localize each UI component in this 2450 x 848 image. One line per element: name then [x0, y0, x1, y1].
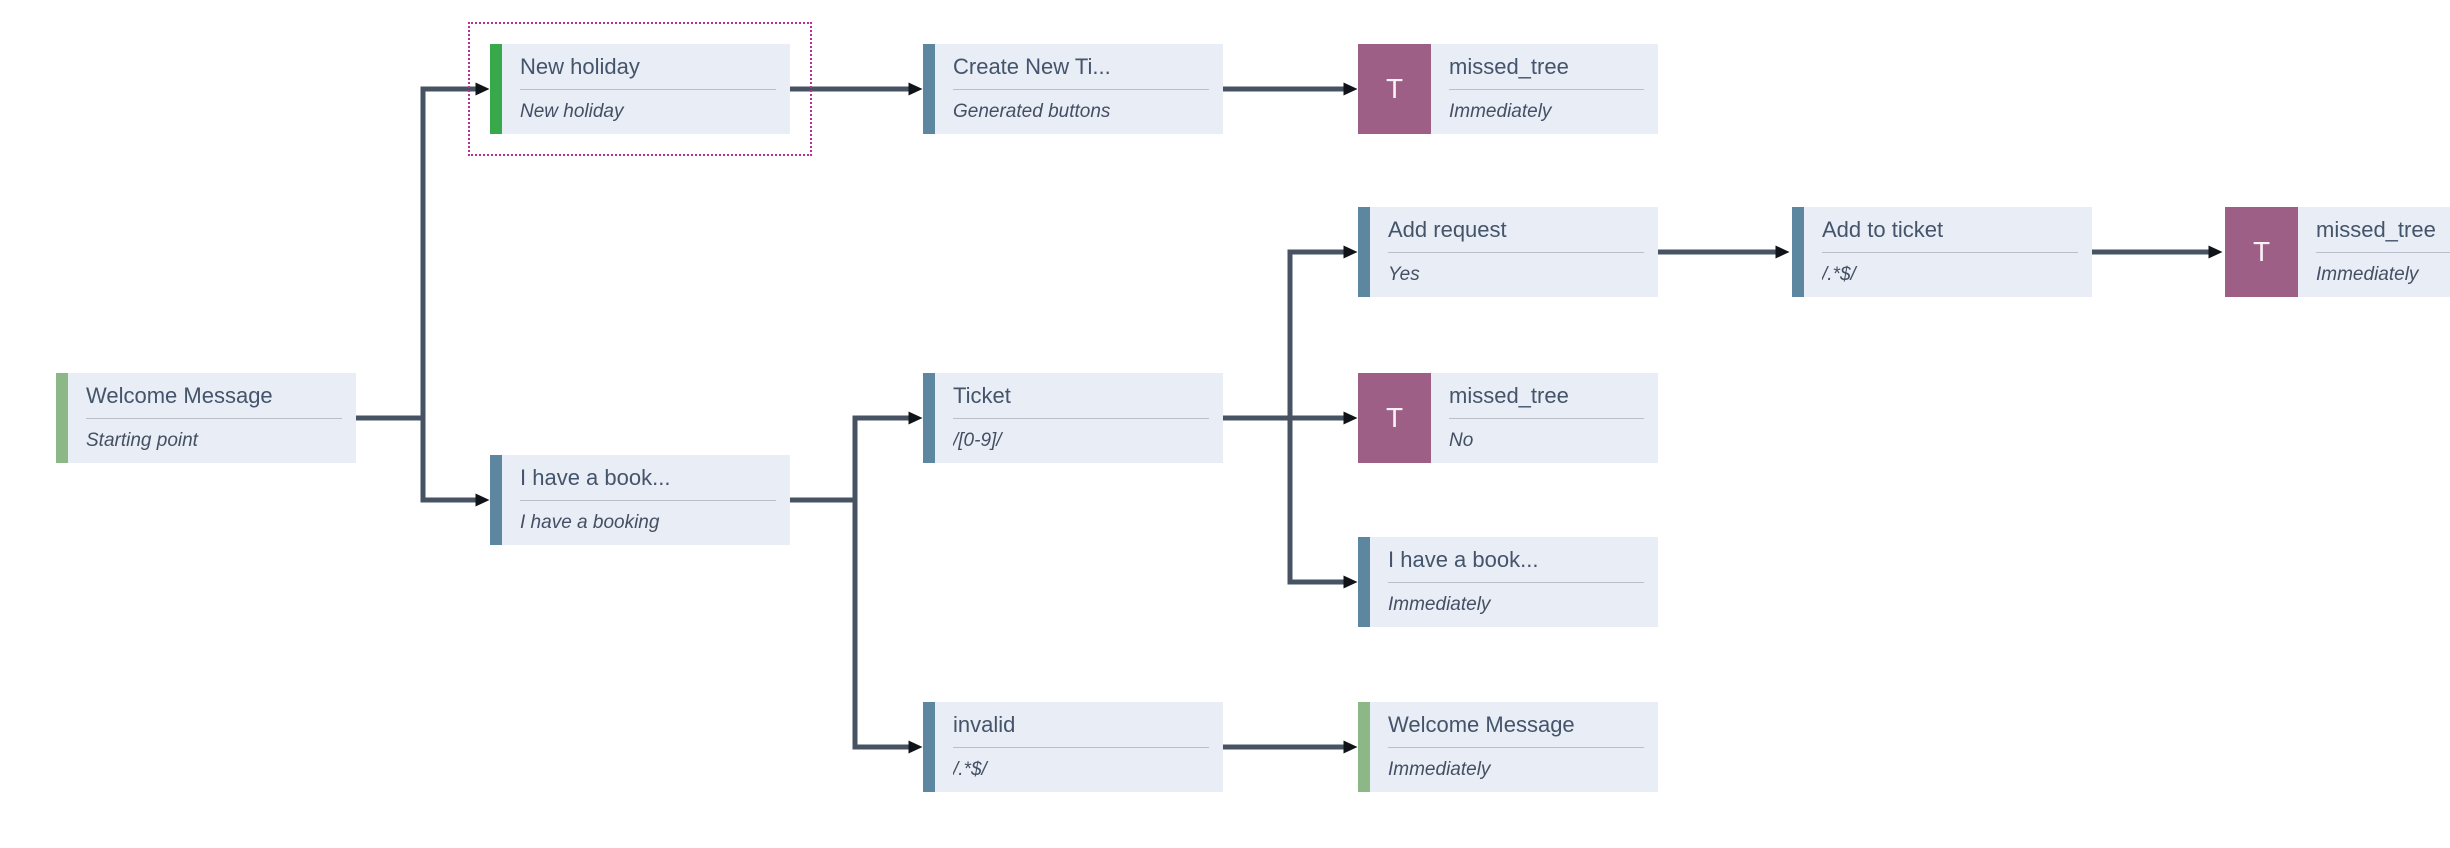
- node-welcome-message-immediately[interactable]: Welcome Message Immediately: [1358, 702, 1658, 792]
- node-subtitle: /.*$/: [1822, 264, 1856, 285]
- node-missed-tree-top[interactable]: T missed_tree Immediately: [1358, 44, 1658, 134]
- node-accent-bar: [490, 44, 502, 134]
- node-welcome-start[interactable]: Welcome Message Starting point: [56, 373, 356, 463]
- node-accent-bar: [1358, 207, 1370, 297]
- node-accent-bar: [490, 455, 502, 545]
- node-subtitle: Generated buttons: [953, 101, 1111, 122]
- node-subtitle: Immediately: [1449, 101, 1552, 122]
- node-title: missed_tree: [1449, 373, 1644, 419]
- node-missed-tree-right[interactable]: T missed_tree Immediately: [2225, 207, 2450, 297]
- node-subtitle: Immediately: [1388, 759, 1491, 780]
- node-subtitle: Immediately: [1388, 594, 1491, 615]
- node-title: New holiday: [520, 44, 776, 90]
- node-ticket[interactable]: Ticket /[0-9]/: [923, 373, 1223, 463]
- node-title: Welcome Message: [1388, 702, 1644, 748]
- node-subtitle: Starting point: [86, 430, 198, 451]
- node-subtitle: /[0-9]/: [953, 430, 1002, 451]
- node-accent-bar: [1358, 702, 1370, 792]
- tree-icon: T: [2225, 207, 2298, 297]
- tree-icon: T: [1358, 373, 1431, 463]
- node-missed-tree-no[interactable]: T missed_tree No: [1358, 373, 1658, 463]
- node-title: invalid: [953, 702, 1209, 748]
- node-title: missed_tree: [1449, 44, 1644, 90]
- node-title: Create New Ti...: [953, 44, 1209, 90]
- node-i-have-a-booking[interactable]: I have a book... I have a booking: [490, 455, 790, 545]
- node-accent-bar: [923, 44, 935, 134]
- node-accent-bar: [56, 373, 68, 463]
- node-title: Add request: [1388, 207, 1644, 253]
- node-title: Welcome Message: [86, 373, 342, 419]
- node-title: missed_tree: [2316, 207, 2450, 253]
- node-subtitle: Yes: [1388, 264, 1420, 285]
- edge-welcome-start-to-new-holiday: [356, 82, 490, 421]
- edge-welcome-start-to-i-have-a-booking: [420, 418, 490, 507]
- edge-ticket-to-i-have-a-booking-immediately: [1287, 418, 1358, 589]
- node-invalid[interactable]: invalid /.*$/: [923, 702, 1223, 792]
- node-title: I have a book...: [520, 455, 776, 501]
- node-accent-bar: [923, 702, 935, 792]
- edge-ticket-to-add-request: [1287, 245, 1358, 418]
- tree-icon: T: [1358, 44, 1431, 134]
- node-subtitle: New holiday: [520, 101, 624, 122]
- node-create-new-ticket[interactable]: Create New Ti... Generated buttons: [923, 44, 1223, 134]
- node-title: Ticket: [953, 373, 1209, 419]
- node-title: Add to ticket: [1822, 207, 2078, 253]
- node-accent-bar: [1358, 537, 1370, 627]
- edge-i-have-a-booking-to-invalid: [852, 500, 923, 754]
- node-subtitle: No: [1449, 430, 1474, 451]
- node-new-holiday[interactable]: New holiday New holiday: [490, 44, 790, 134]
- node-i-have-a-booking-immediately[interactable]: I have a book... Immediately: [1358, 537, 1658, 627]
- node-add-request[interactable]: Add request Yes: [1358, 207, 1658, 297]
- edge-i-have-a-booking-to-ticket: [790, 411, 923, 503]
- node-subtitle: /.*$/: [953, 759, 987, 780]
- node-add-to-ticket[interactable]: Add to ticket /.*$/: [1792, 207, 2092, 297]
- node-subtitle: Immediately: [2316, 264, 2419, 285]
- node-accent-bar: [1792, 207, 1804, 297]
- node-accent-bar: [923, 373, 935, 463]
- node-subtitle: I have a booking: [520, 512, 660, 533]
- node-title: I have a book...: [1388, 537, 1644, 583]
